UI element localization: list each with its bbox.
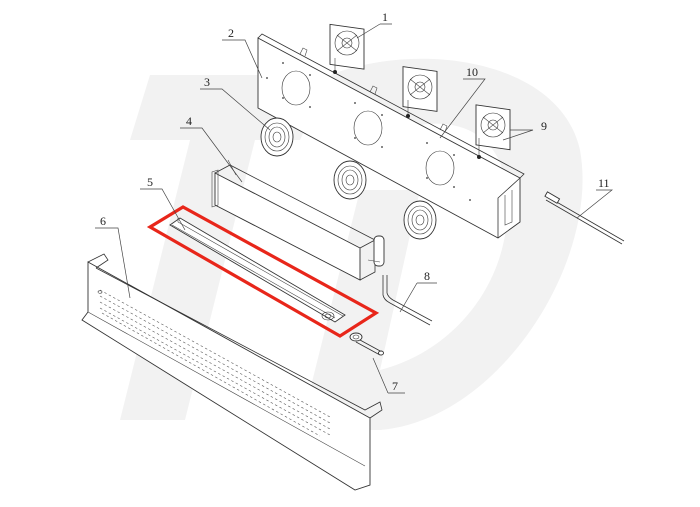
perforated-front-cover: [81, 253, 383, 491]
callout-7: 7: [392, 379, 398, 393]
evaporator-coil: [211, 159, 385, 281]
callout-9: 9: [541, 119, 547, 133]
fan-2: [402, 66, 438, 118]
callout-8: 8: [424, 269, 430, 283]
callout-5: 5: [147, 175, 153, 189]
fan-9: [475, 104, 511, 159]
callout-numbers: 1 2 3 4 5 6 7 8 9 10 11: [100, 10, 610, 393]
drip-tray: [169, 217, 346, 323]
callout-6: 6: [100, 214, 106, 228]
callout-4: 4: [186, 114, 192, 128]
highlight-box-part-5: [146, 205, 380, 338]
fan-guard-grilles: [260, 117, 437, 240]
fan-1: [329, 23, 365, 74]
fan-mounting-panel: [257, 33, 525, 239]
sensor-rod: [544, 191, 625, 245]
leader-lines: [95, 23, 613, 394]
callout-1: 1: [382, 10, 388, 24]
callout-11: 11: [598, 176, 610, 190]
bent-pipe: [382, 275, 433, 326]
callout-3: 3: [204, 75, 210, 89]
drain-fitting: [349, 332, 384, 356]
callout-2: 2: [228, 26, 234, 40]
callout-10: 10: [466, 65, 478, 79]
